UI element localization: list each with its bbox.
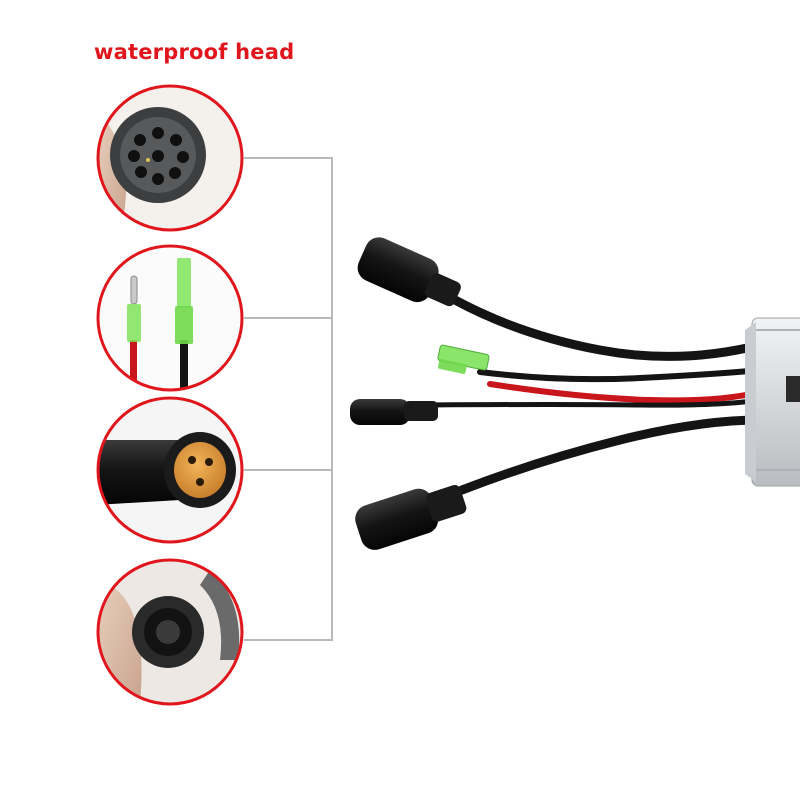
headline: waterproof head [94,40,295,64]
leader-lines [244,157,333,641]
bullet-terminal-connectors-icon [96,244,244,392]
nine-pin-waterproof-connector-icon [96,84,244,232]
controller-wiring-harness-icon [350,237,800,550]
three-pin-yellow-connector-icon [96,396,244,544]
multi-pin-connector-icon [96,558,244,706]
